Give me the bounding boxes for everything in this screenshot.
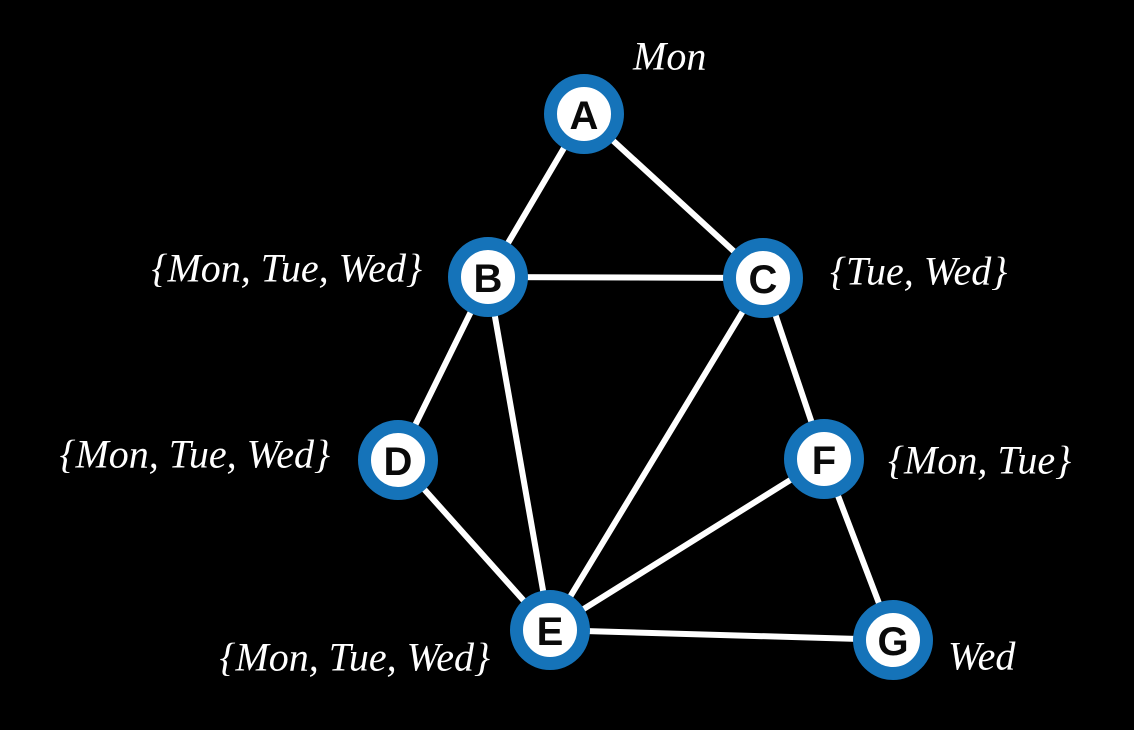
node-circle-C (723, 238, 803, 318)
node-F: F (784, 419, 864, 499)
node-E: E (510, 590, 590, 670)
node-C: C (723, 238, 803, 318)
node-letter-C: C (749, 258, 778, 302)
label-layer: Mon {Mon, Tue, Wed} {Tue, Wed} {Mon, Tue, W… (59, 34, 1071, 680)
edge-B-C (485, 274, 766, 281)
domain-label-D: {Mon, Tue, Wed} (59, 432, 330, 477)
edge-layer (395, 111, 896, 643)
node-letter-D: D (384, 440, 413, 484)
node-G: G (853, 600, 933, 680)
node-letter-G: G (877, 620, 908, 664)
node-circle-A (544, 74, 624, 154)
node-A: A (544, 74, 624, 154)
domain-label-B: {Mon, Tue, Wed} (151, 246, 422, 291)
domain-label-A: Mon (632, 34, 706, 79)
node-letter-E: E (537, 610, 564, 654)
node-circle-E (510, 590, 590, 670)
node-circle-G (853, 600, 933, 680)
domain-label-G: Wed (948, 634, 1016, 679)
node-B: B (448, 237, 528, 317)
domain-label-C: {Tue, Wed} (830, 249, 1007, 294)
node-circle-D (358, 420, 438, 500)
node-circle-F (784, 419, 864, 499)
edge-C-E (547, 275, 766, 633)
node-circle-B (448, 237, 528, 317)
node-letter-B: B (474, 257, 503, 301)
node-D: D (358, 420, 438, 500)
edge-E-G (547, 627, 896, 643)
domain-label-E: {Mon, Tue, Wed} (219, 635, 490, 680)
node-letter-F: F (812, 439, 836, 483)
edge-E-F (547, 456, 827, 633)
node-layer: A B C D E F G (358, 74, 933, 680)
edge-B-E (485, 274, 553, 633)
domain-label-F: {Mon, Tue} (888, 438, 1071, 483)
edge-A-C (581, 111, 766, 281)
node-letter-A: A (570, 94, 599, 138)
